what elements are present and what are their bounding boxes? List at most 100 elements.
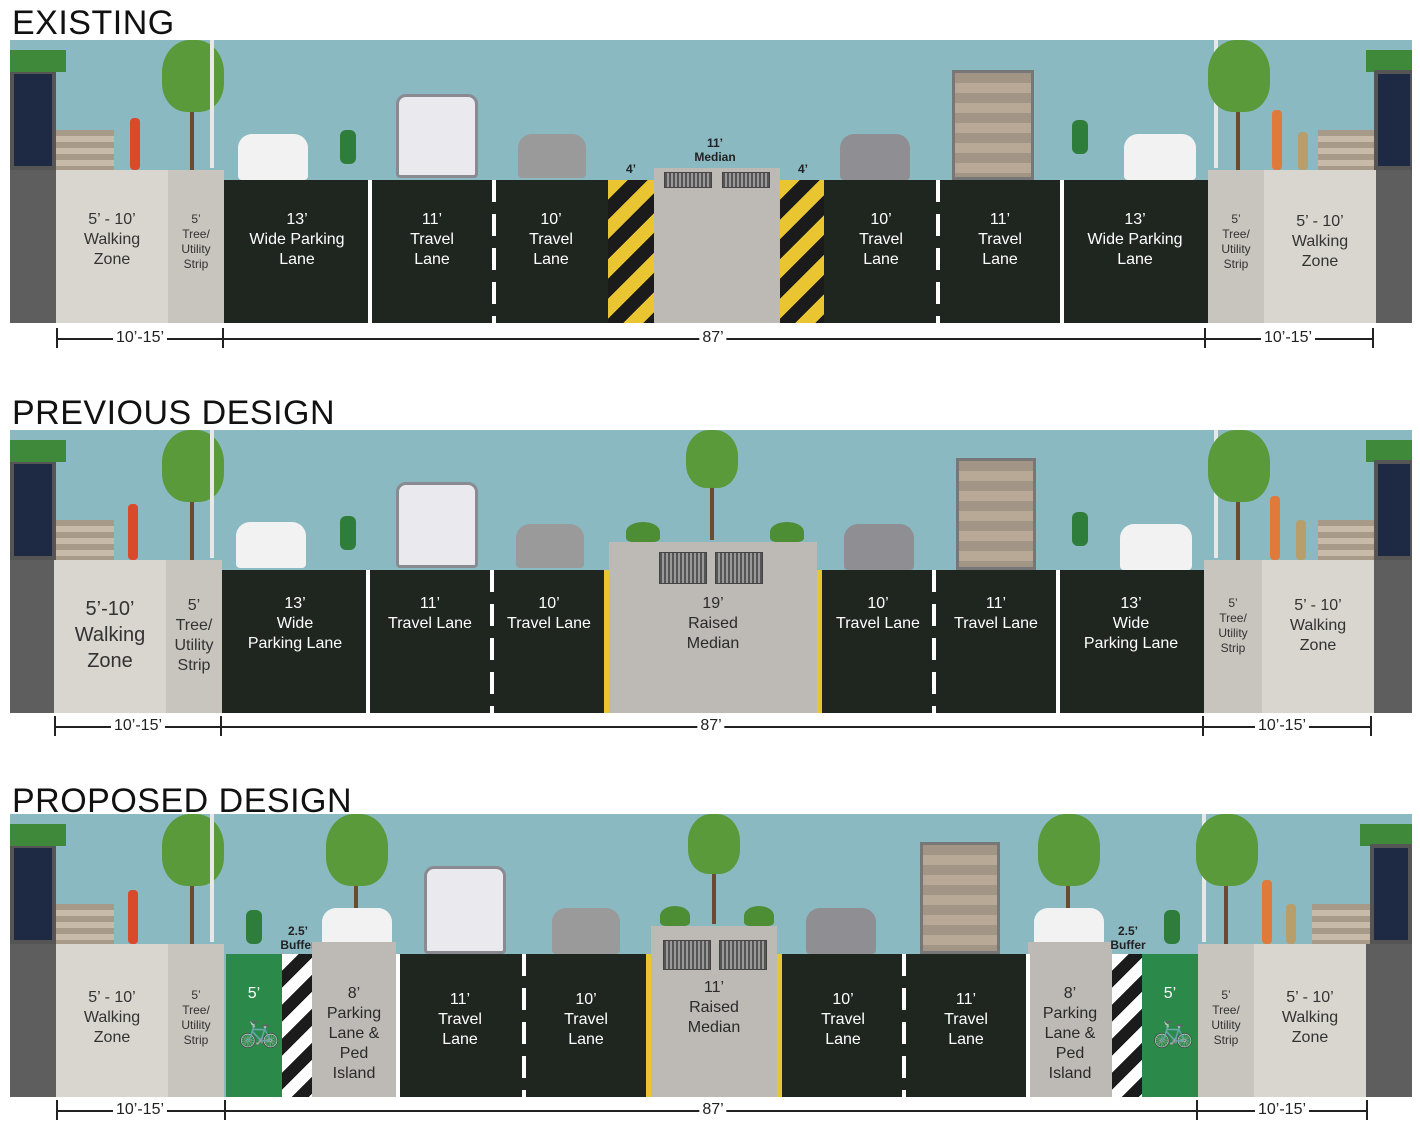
tree-strip-left: 5’ Tree/ Utility Strip <box>168 170 224 323</box>
car-icon <box>1034 908 1104 948</box>
car-icon <box>236 522 306 568</box>
yellow-edge-line <box>646 954 651 1097</box>
cyclist-icon <box>340 516 356 550</box>
car-icon <box>518 134 586 178</box>
parking-lane-left: 13’ Wide Parking Lane <box>222 570 368 713</box>
pedestrian-child-icon <box>1286 904 1296 944</box>
raised-median: 19’ Raised Median <box>609 542 817 713</box>
bike-symbol-icon: 🚲 <box>238 1011 281 1049</box>
streetlight-icon <box>210 40 214 168</box>
travel-lane-1: 11’ Travel Lane <box>368 570 492 713</box>
tree-icon <box>162 814 224 886</box>
car-icon <box>806 908 876 954</box>
tree-icon <box>1196 814 1258 886</box>
travel-lane-3: 10’ Travel Lane <box>782 954 904 1097</box>
building-icon <box>10 70 56 170</box>
lane-line <box>396 954 400 1097</box>
median-label: 11’ Median <box>694 136 736 164</box>
streetlight-icon <box>210 814 214 942</box>
travel-lane-2: 10’ Travel Lane <box>524 954 648 1097</box>
awning-icon <box>1366 440 1412 462</box>
tree-icon <box>688 814 740 874</box>
fence-icon <box>56 520 114 560</box>
travel-lane-4: 11’ Travel Lane <box>938 180 1062 323</box>
dim-right: 10’-15’ <box>1254 717 1310 735</box>
building-icon <box>1374 460 1412 560</box>
travel-lane-3: 10’ Travel Lane <box>822 570 934 713</box>
cross-section-existing: 5’ - 10’ Walking Zone 5’ Tree/ Utility S… <box>10 40 1412 323</box>
car-icon <box>840 134 910 180</box>
tree-strip-left: 5’ Tree/ Utility Strip <box>166 560 222 713</box>
fence-icon <box>1318 520 1376 560</box>
bus-icon <box>424 866 506 954</box>
walking-zone-right: 5’ - 10’ Walking Zone <box>1262 560 1374 713</box>
cyclist-icon <box>1072 120 1088 154</box>
buffer-hatch-right <box>780 180 824 323</box>
cyclist-icon <box>1072 512 1088 546</box>
tree-trunk-icon <box>190 100 194 170</box>
car-icon <box>1120 524 1192 570</box>
parking-lane-left: 13’ Wide Parking Lane <box>224 180 370 323</box>
truck-icon <box>952 70 1034 180</box>
fence-icon <box>1318 130 1376 170</box>
tree-icon <box>162 430 224 502</box>
bus-icon <box>396 94 478 178</box>
dim-left: 10’-15’ <box>110 717 166 735</box>
awning-icon <box>10 50 66 72</box>
pedestrian-icon <box>130 118 140 170</box>
cyclist-icon <box>1164 910 1180 944</box>
truck-icon <box>920 842 1000 954</box>
pedestrian-icon <box>1270 496 1280 560</box>
tree-icon <box>162 40 224 112</box>
buffer-hatch-left <box>282 954 312 1097</box>
tree-strip-right: 5’ Tree/ Utility Strip <box>1204 560 1262 713</box>
bus-icon <box>396 482 478 568</box>
walking-zone-right: 5’ - 10’ Walking Zone <box>1254 944 1366 1097</box>
building-icon <box>1370 844 1412 944</box>
grate-icon <box>722 172 770 188</box>
bike-symbol-icon: 🚲 <box>1152 1011 1195 1049</box>
cyclist-icon <box>340 130 356 164</box>
bike-lane-left: 5’ 🚲 <box>226 954 282 1097</box>
grate-icon <box>663 940 711 970</box>
lane-line <box>492 180 496 323</box>
pedestrian-icon <box>1272 110 1282 170</box>
car-icon <box>516 524 584 568</box>
yellow-edge-line <box>817 570 822 713</box>
pedestrian-child-icon <box>1298 132 1308 170</box>
car-icon <box>552 908 620 954</box>
car-icon <box>844 524 914 570</box>
curb-right <box>1376 170 1412 323</box>
tree-strip-left: 5’ Tree/ Utility Strip <box>168 944 224 1097</box>
travel-lane-4: 11’ Travel Lane <box>904 954 1028 1097</box>
truck-icon <box>956 458 1036 570</box>
pedestrian-child-icon <box>1296 520 1306 560</box>
curb-left <box>10 944 56 1097</box>
car-icon <box>1124 134 1196 180</box>
building-icon <box>1374 70 1412 170</box>
car-icon <box>238 134 308 180</box>
buffer-hatch-left <box>608 180 654 323</box>
grate-icon <box>664 172 712 188</box>
lane-line <box>490 570 494 713</box>
pedestrian-icon <box>128 890 138 944</box>
dim-right: 10’-15’ <box>1260 329 1316 347</box>
tree-strip-right: 5’ Tree/ Utility Strip <box>1208 170 1264 323</box>
cross-section-previous: 5’-10’ Walking Zone 5’ Tree/ Utility Str… <box>10 430 1412 713</box>
fence-icon <box>56 130 114 170</box>
lane-line <box>366 570 370 713</box>
grate-icon <box>719 940 767 970</box>
pedestrian-icon <box>128 504 138 560</box>
lane-line <box>902 954 906 1097</box>
section-title-proposed: PROPOSED DESIGN <box>12 782 353 820</box>
curb-left <box>10 560 54 713</box>
tree-trunk-icon <box>190 874 194 944</box>
lane-line <box>368 180 372 323</box>
dim-left: 10’-15’ <box>112 329 168 347</box>
walking-zone-left: 5’ - 10’ Walking Zone <box>56 944 168 1097</box>
raised-median: 11’ Raised Median <box>651 926 777 1097</box>
buffer-label-left: 4’ <box>625 162 636 176</box>
tree-trunk-icon <box>1236 100 1240 170</box>
shrub-icon <box>660 906 690 926</box>
lane-line <box>1060 180 1064 323</box>
